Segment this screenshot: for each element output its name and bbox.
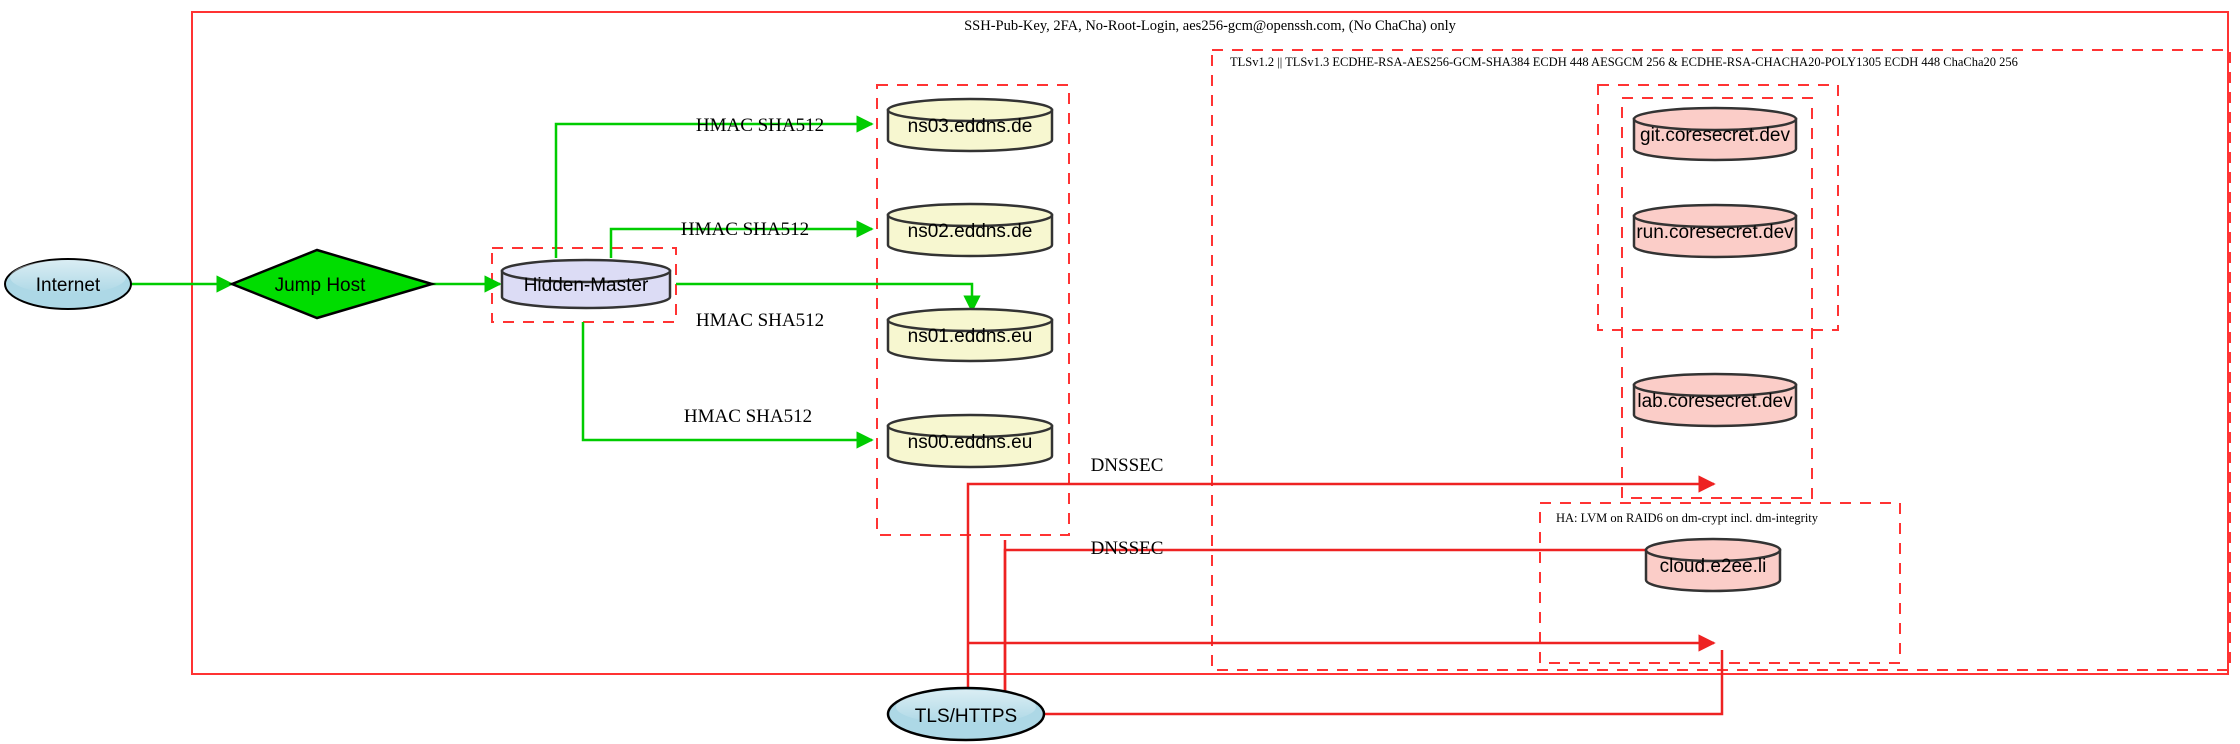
node-ns00[interactable]: ns00.eddns.eu [886, 413, 1054, 469]
edge-label-dnssec-lower: DNSSEC [1091, 538, 1164, 559]
node-git-coresecret[interactable]: git.coresecret.dev [1632, 106, 1798, 162]
node-ns02[interactable]: ns02.eddns.de [886, 202, 1054, 258]
edge-hiddenmaster-to-ns01 [676, 282, 981, 313]
node-lab-coresecret[interactable]: lab.coresecret.dev [1632, 372, 1798, 428]
node-cloud-e2ee[interactable]: cloud.e2ee.li [1644, 537, 1782, 593]
node-cloud-e2ee-label: cloud.e2ee.li [1660, 556, 1767, 577]
node-ns03[interactable]: ns03.eddns.de [886, 97, 1054, 153]
edge-label-hmac-ns03: HMAC SHA512 [696, 115, 824, 136]
ssh-boundary-label: SSH-Pub-Key, 2FA, No-Root-Login, aes256-… [964, 18, 1457, 34]
node-ns03-label: ns03.eddns.de [908, 116, 1033, 137]
node-hidden-master[interactable]: Hidden-Master [500, 258, 672, 310]
node-jump-host-label: Jump Host [275, 275, 367, 296]
node-internet[interactable]: Internet [4, 258, 132, 310]
node-run-coresecret[interactable]: run.coresecret.dev [1632, 203, 1798, 259]
node-ns00-label: ns00.eddns.eu [908, 432, 1033, 453]
tls-boundary-label: TLSv1.2 || TLSv1.3 ECDHE-RSA-AES256-GCM-… [1230, 55, 2018, 69]
node-tls-https[interactable]: TLS/HTTPS [886, 686, 1046, 742]
node-ns01[interactable]: ns01.eddns.eu [886, 307, 1054, 363]
edge-tls-to-coresecret [966, 475, 1716, 714]
edge-label-hmac-ns01: HMAC SHA512 [696, 310, 824, 331]
node-git-coresecret-label: git.coresecret.dev [1640, 125, 1790, 146]
edge-label-dnssec-upper: DNSSEC [1091, 455, 1164, 476]
edge-tls-right-loop [1043, 650, 1724, 716]
node-internet-label: Internet [36, 275, 101, 296]
ha-cluster-box [1539, 502, 1901, 664]
node-tls-https-label: TLS/HTTPS [915, 706, 1017, 727]
edge-hiddenmaster-to-ns00 [581, 322, 874, 449]
node-run-coresecret-label: run.coresecret.dev [1636, 222, 1794, 243]
node-lab-coresecret-label: lab.coresecret.dev [1637, 391, 1793, 412]
node-ns02-label: ns02.eddns.de [908, 221, 1033, 242]
edge-hiddenmaster-to-ns03 [554, 115, 874, 258]
node-hidden-master-label: Hidden-Master [524, 275, 649, 296]
node-jump-host[interactable]: Jump Host [228, 248, 437, 320]
edge-label-hmac-ns02: HMAC SHA512 [681, 219, 809, 240]
node-ns01-label: ns01.eddns.eu [908, 326, 1033, 347]
coresecret-inner-box [1621, 97, 1813, 499]
ha-cluster-label: HA: LVM on RAID6 on dm-crypt incl. dm-in… [1556, 511, 1819, 525]
edge-tls-vertical-second [1003, 548, 1710, 700]
edge-label-hmac-ns00: HMAC SHA512 [684, 406, 812, 427]
ssh-boundary-box [191, 11, 2229, 675]
coresecret-cluster-box [1597, 84, 1839, 331]
edge-hiddenmaster-to-ns02 [609, 220, 874, 258]
